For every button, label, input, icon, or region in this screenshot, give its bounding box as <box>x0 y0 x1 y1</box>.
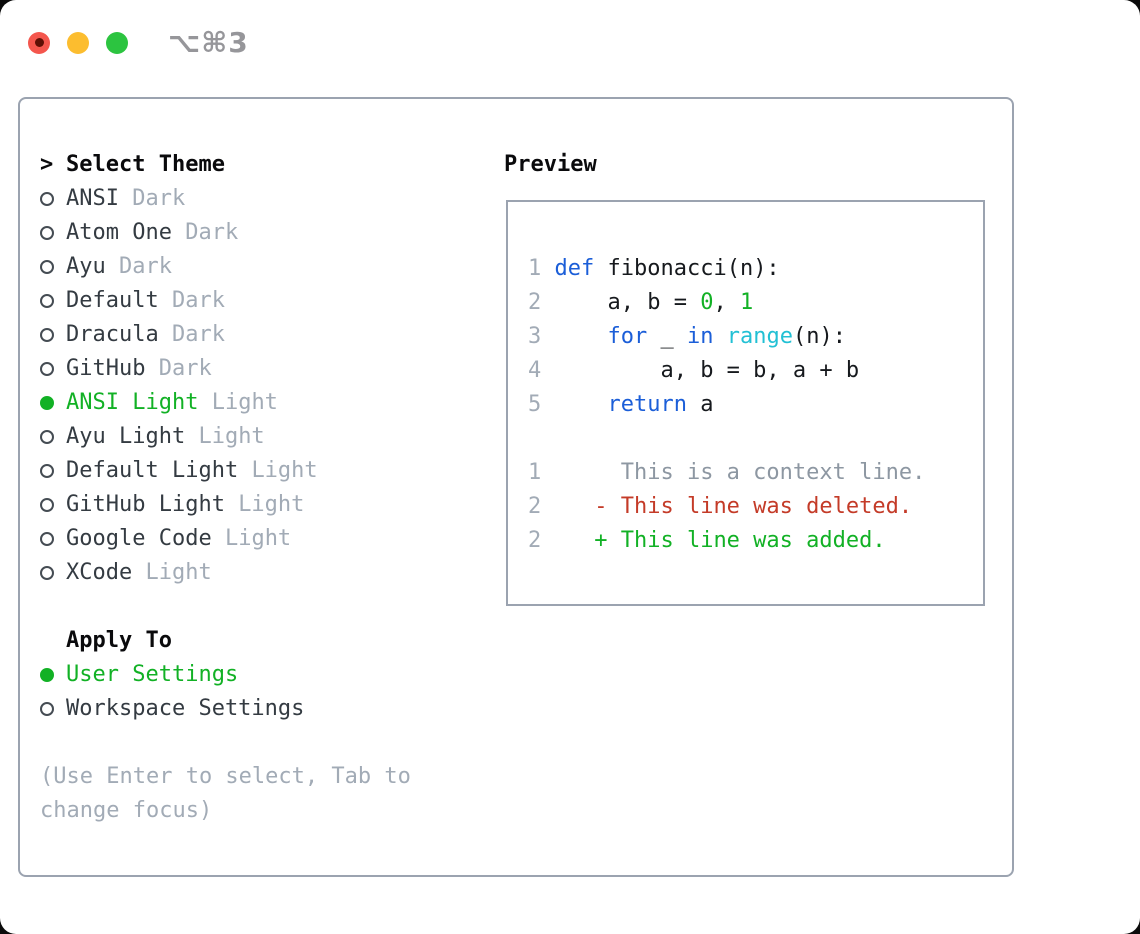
apply-option-user-settings[interactable]: User Settings <box>40 658 504 692</box>
theme-option-dracula[interactable]: Dracula Dark <box>40 318 504 352</box>
radio-selected-icon <box>40 668 54 682</box>
theme-option-ayu-light[interactable]: Ayu Light Light <box>40 420 504 454</box>
theme-name: Default <box>66 288 172 313</box>
radio-icon <box>40 226 54 240</box>
radio-icon <box>40 362 54 376</box>
theme-variant: Dark <box>185 220 239 245</box>
radio-icon <box>40 260 54 274</box>
preview-header-row: Preview <box>504 148 994 182</box>
theme-name: Google Code <box>66 526 225 551</box>
code-line: 2 - This line was deleted. <box>528 494 913 519</box>
theme-name: Ayu Light <box>66 424 199 449</box>
hint-text: (Use Enter to select, Tab to change focus… <box>40 760 504 828</box>
spacer <box>40 726 504 760</box>
hint-line: (Use Enter to select, Tab to <box>40 764 411 789</box>
theme-option-default[interactable]: Default Dark <box>40 284 504 318</box>
code-line <box>528 422 983 456</box>
theme-name: ANSI <box>66 186 133 211</box>
prompt-icon: > <box>40 152 54 177</box>
theme-option-ansi-light[interactable]: ANSI Light Light <box>40 386 504 420</box>
theme-option-ansi[interactable]: ANSI Dark <box>40 182 504 216</box>
radio-icon <box>40 532 54 546</box>
window-shortcut-label: ⌥⌘3 <box>168 26 249 59</box>
select-theme-title: Select Theme <box>66 152 225 177</box>
apply-to-header-row: Apply To <box>40 624 504 658</box>
minimize-button[interactable] <box>67 31 89 54</box>
spacer <box>40 590 504 624</box>
code-line: 3 for _ in range(n): <box>528 324 846 349</box>
titlebar: ⌥⌘3 <box>28 26 249 59</box>
theme-name: Dracula <box>66 322 172 347</box>
theme-option-xcode[interactable]: XCode Light <box>40 556 504 590</box>
theme-variant: Light <box>238 492 305 517</box>
theme-name: GitHub <box>66 356 159 381</box>
radio-icon <box>40 702 54 716</box>
theme-variant: Dark <box>132 186 186 211</box>
code-line: 5 return a <box>528 392 714 417</box>
theme-option-google-code[interactable]: Google Code Light <box>40 522 504 556</box>
theme-variant: Dark <box>171 288 225 313</box>
radio-icon <box>40 566 54 580</box>
zoom-button[interactable] <box>106 31 128 54</box>
theme-name: XCode <box>66 560 146 585</box>
code-line: 2 + This line was added. <box>528 528 886 553</box>
code-line <box>528 218 983 252</box>
theme-name: Default Light <box>66 458 252 483</box>
code-line: 2 a, b = 0, 1 <box>528 290 754 315</box>
apply-option-workspace-settings[interactable]: Workspace Settings <box>40 692 504 726</box>
theme-variant: Dark <box>158 356 212 381</box>
theme-variant: Dark <box>118 254 172 279</box>
radio-icon <box>40 430 54 444</box>
theme-option-default-light[interactable]: Default Light Light <box>40 454 504 488</box>
theme-option-atom-one[interactable]: Atom One Dark <box>40 216 504 250</box>
theme-variant: Light <box>224 526 292 551</box>
apply-option-label: Workspace Settings <box>66 696 305 721</box>
code-line: 1 def fibonacci(n): <box>528 256 780 281</box>
apply-option-label: User Settings <box>66 662 239 687</box>
theme-name: GitHub Light <box>66 492 239 517</box>
theme-option-github[interactable]: GitHub Dark <box>40 352 504 386</box>
preview-title: Preview <box>504 152 597 177</box>
radio-icon <box>40 328 54 342</box>
radio-icon <box>40 192 54 206</box>
theme-name: Ayu <box>66 254 119 279</box>
radio-icon <box>40 464 54 478</box>
theme-variant: Light <box>198 424 265 449</box>
radio-icon <box>40 498 54 512</box>
preview-column: Preview 1 def fibonacci(n): 2 a, b = 0, 1… <box>504 148 994 828</box>
theme-variant: Light <box>145 560 212 585</box>
theme-variant: Dark <box>171 322 225 347</box>
theme-option-github-light[interactable]: GitHub Light Light <box>40 488 504 522</box>
close-dot-icon <box>34 38 44 47</box>
theme-option-ayu[interactable]: Ayu Dark <box>40 250 504 284</box>
apply-to-title: Apply To <box>66 628 172 653</box>
select-theme-header-row: > Select Theme <box>40 148 504 182</box>
radio-selected-icon <box>40 396 54 410</box>
hint-line: change focus) <box>40 798 213 823</box>
theme-name: Atom One <box>66 220 186 245</box>
preview-box: 1 def fibonacci(n): 2 a, b = 0, 1 3 for _ … <box>506 200 985 606</box>
code-line: 1 This is a context line. <box>528 460 926 485</box>
theme-variant: Light <box>251 458 318 483</box>
code-line: 4 a, b = b, a + b <box>528 358 860 383</box>
theme-variant: Light <box>211 390 278 415</box>
close-button[interactable] <box>28 31 50 54</box>
radio-icon <box>40 294 54 308</box>
theme-name: ANSI Light <box>66 390 212 415</box>
